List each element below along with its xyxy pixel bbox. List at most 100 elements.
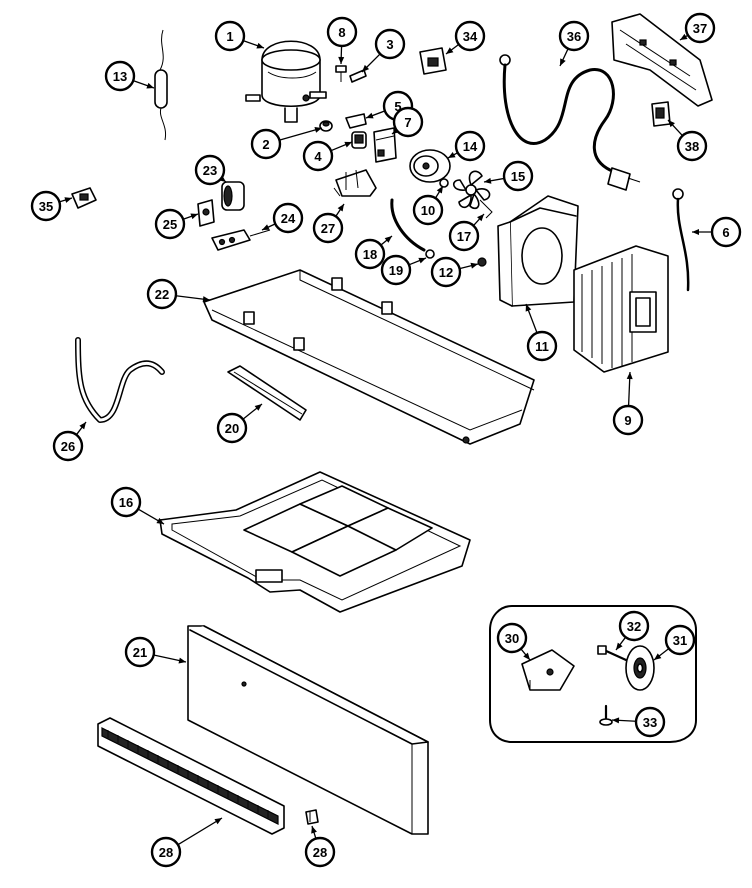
callout-arrowhead	[448, 152, 456, 158]
callout-arrowhead	[680, 33, 688, 40]
callout-27: 27	[312, 203, 345, 244]
part-33-leveler	[599, 704, 613, 726]
callout-circle	[558, 20, 590, 52]
callout-circle	[412, 194, 444, 226]
callout-arrowhead	[484, 177, 492, 184]
callout-arrowhead	[190, 213, 198, 220]
callout-number: 35	[39, 199, 53, 214]
part-36-power-cord	[499, 54, 641, 191]
callout-circle	[52, 430, 84, 462]
callout-number: 22	[155, 287, 169, 302]
callout-arrowhead	[262, 224, 270, 230]
part-12-grommet	[477, 257, 487, 267]
callout-circle	[250, 128, 282, 160]
callout-arrowhead	[366, 112, 374, 119]
callout-arrowhead	[314, 127, 322, 133]
callout-15: 15	[483, 160, 534, 192]
callout-arrowhead	[362, 64, 370, 72]
callout-number: 27	[321, 221, 335, 236]
callout-number: 28	[313, 845, 327, 860]
callout-arrowhead	[626, 372, 633, 380]
callout-arrowhead	[560, 58, 566, 66]
part-29-grille	[97, 717, 285, 835]
callout-number: 17	[457, 229, 471, 244]
callout-number: 11	[535, 339, 549, 354]
callout-circle	[194, 154, 226, 186]
part-21-access-panel	[187, 625, 429, 835]
callout-14: 14	[447, 130, 486, 162]
part-22-base-pan	[203, 269, 535, 445]
callout-circle	[326, 16, 358, 48]
part-4-overload	[351, 131, 367, 149]
callout-arrowhead	[436, 186, 443, 194]
callout-circle	[380, 254, 412, 286]
callout-circle	[664, 624, 696, 656]
inset-box	[489, 605, 697, 743]
callout-31: 31	[653, 624, 696, 661]
callout-37: 37	[679, 12, 716, 44]
part-9-condenser	[573, 245, 669, 373]
callout-9: 9	[612, 371, 644, 436]
part-10-nut	[439, 178, 449, 188]
part-26-drain-hose	[75, 337, 165, 423]
callout-circle	[302, 140, 334, 172]
callout-arrowhead	[79, 422, 86, 430]
callout-number: 34	[463, 29, 478, 44]
callout-number: 20	[225, 421, 239, 436]
callout-circle	[216, 412, 248, 444]
part-3-clip	[349, 69, 367, 83]
callout-number: 10	[421, 203, 435, 218]
part-2-grommet	[319, 120, 333, 132]
callout-number: 14	[463, 139, 478, 154]
callout-arrowhead	[523, 652, 530, 660]
callout-circle	[374, 28, 406, 60]
callout-number: 3	[386, 37, 393, 52]
callout-arrowhead	[64, 197, 72, 203]
callout-24: 24	[261, 202, 304, 234]
callout-12: 12	[430, 256, 479, 288]
callout-number: 4	[314, 149, 322, 164]
part-32-screw	[597, 645, 628, 662]
callout-arrowhead	[156, 517, 164, 524]
callout-circle	[304, 836, 336, 868]
callout-number: 37	[693, 21, 707, 36]
callout-circle	[272, 202, 304, 234]
callout-number: 24	[281, 211, 296, 226]
callout-number: 32	[627, 619, 641, 634]
callout-11: 11	[525, 303, 558, 362]
callout-22: 22	[146, 278, 211, 310]
callout-26: 26	[52, 421, 87, 462]
callout-circle	[312, 212, 344, 244]
callout-arrowhead	[384, 236, 392, 243]
part-8-bolt	[335, 65, 347, 82]
callout-6: 6	[692, 216, 742, 248]
callout-circle	[124, 636, 156, 668]
callout-19: 19	[380, 254, 427, 286]
callout-32: 32	[615, 610, 650, 651]
callout-arrowhead	[525, 304, 532, 312]
callout-circle	[430, 256, 462, 288]
callout-number: 21	[133, 645, 147, 660]
part-14-fan-motor	[409, 149, 451, 183]
callout-36: 36	[558, 20, 590, 67]
callout-arrowhead	[446, 47, 454, 54]
callout-circle	[448, 220, 480, 252]
callout-circle	[496, 622, 528, 654]
callout-number: 6	[722, 225, 729, 240]
callout-number: 12	[439, 265, 453, 280]
part-20-rail	[227, 365, 307, 421]
callout-30: 30	[496, 622, 531, 661]
callout-arrowhead	[477, 214, 484, 222]
callout-28b: 28	[150, 817, 223, 868]
callout-number: 19	[389, 263, 403, 278]
callout-number: 16	[119, 495, 133, 510]
callout-4: 4	[302, 140, 353, 172]
callout-arrowhead	[214, 818, 222, 825]
callout-number: 33	[643, 715, 657, 730]
callout-arrowhead	[692, 229, 699, 235]
callout-arrowhead	[202, 296, 210, 303]
callout-arrowhead	[178, 657, 186, 664]
part-34-connector	[419, 47, 447, 75]
part-35-switch	[71, 187, 97, 209]
